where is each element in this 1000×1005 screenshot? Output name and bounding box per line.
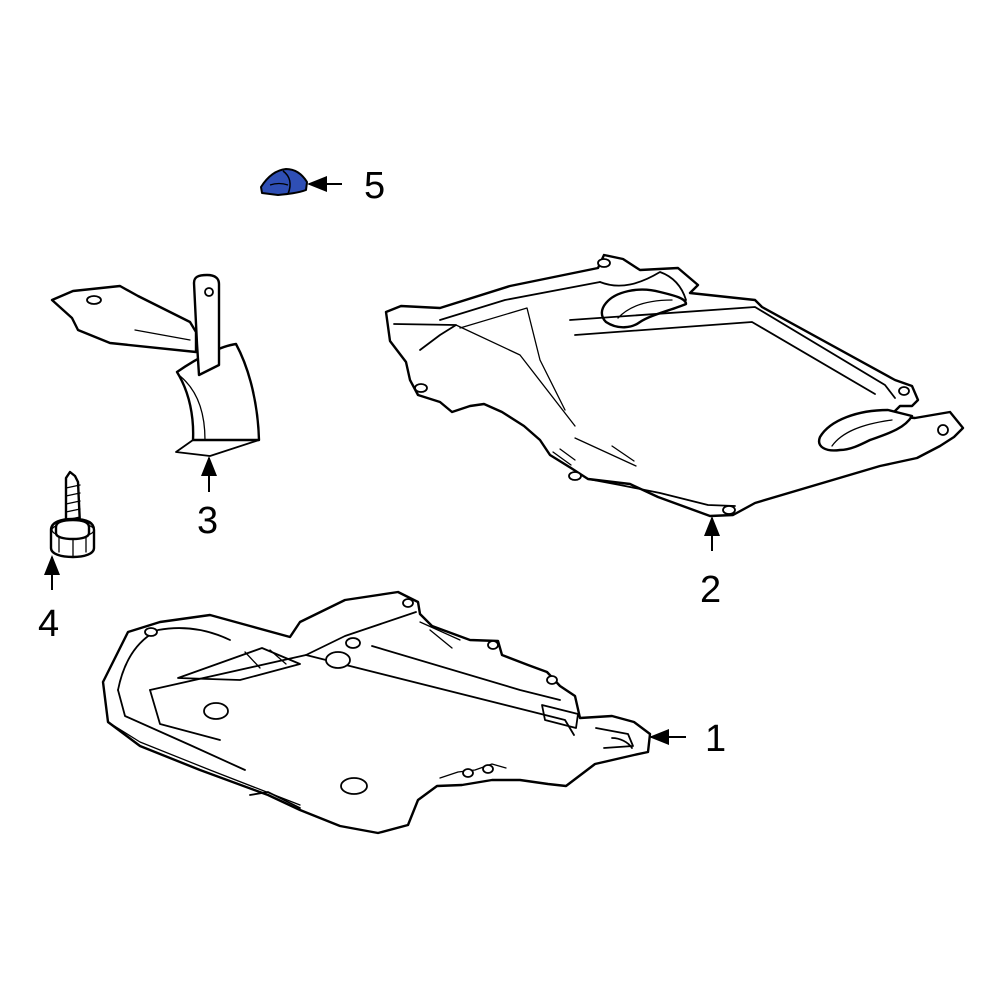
- part-4-screw[interactable]: [49, 470, 96, 559]
- callout-number-1: 1: [705, 718, 726, 760]
- part-3-bracket[interactable]: [50, 273, 261, 457]
- callout-5: 5: [307, 165, 385, 207]
- callout-number-3: 3: [197, 500, 218, 542]
- callout-number-4: 4: [38, 603, 59, 645]
- callout-number-5: 5: [364, 165, 385, 207]
- callout-2: 2: [700, 516, 721, 611]
- part-1-shield[interactable]: [101, 590, 652, 835]
- callout-3: 3: [197, 456, 218, 542]
- part-2-shield[interactable]: [384, 253, 965, 518]
- part-5-clip[interactable]: [260, 168, 308, 196]
- callout-4: 4: [38, 555, 60, 645]
- callout-number-2: 2: [700, 569, 721, 611]
- callout-1: 1: [649, 718, 726, 760]
